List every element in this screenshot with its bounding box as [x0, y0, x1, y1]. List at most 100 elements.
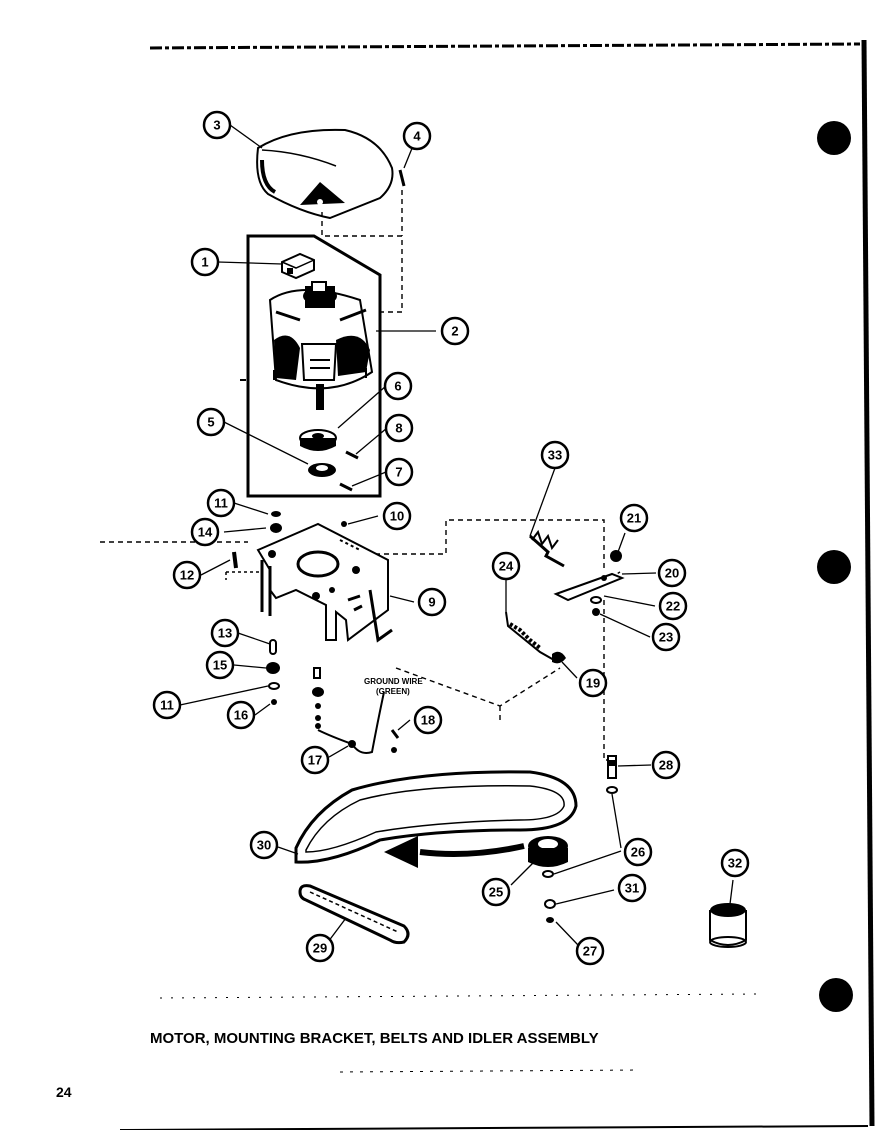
callout-number: 21: [627, 511, 641, 526]
ground-wire: [317, 691, 400, 754]
callout-number: 28: [659, 758, 673, 773]
callout-circle: [623, 837, 653, 867]
callout-number: 4: [413, 129, 421, 144]
callout-19: 19: [578, 668, 608, 698]
callout-circle: [196, 407, 226, 437]
callout-23: 23: [651, 622, 681, 652]
binder-hole: [817, 121, 851, 155]
callout-circle: [249, 830, 279, 860]
motor-cover: [256, 128, 394, 220]
binder-hole: [817, 550, 851, 584]
callout-number: 25: [489, 885, 503, 900]
callout-circle: [720, 848, 750, 878]
callout-16: 16: [226, 700, 256, 730]
callout-number: 17: [308, 753, 322, 768]
callout-circle: [481, 877, 511, 907]
callout-33: 33: [540, 440, 570, 470]
callout-circle: [540, 440, 570, 470]
ground-wire-label-line2: (GREEN): [376, 687, 410, 696]
callout-circle: [190, 247, 220, 277]
callout-25: 25: [481, 877, 511, 907]
callout-29: 29: [305, 933, 335, 963]
binder-holes: [817, 121, 853, 1012]
callout-circle: [578, 668, 608, 698]
callout-circle: [651, 622, 681, 652]
page-number: 24: [56, 1084, 72, 1100]
callout-24: 24: [491, 551, 521, 581]
callout-circle: [205, 650, 235, 680]
callout-number: 7: [395, 465, 402, 480]
callout-number: 11: [214, 496, 228, 511]
callout-number: 11: [160, 698, 174, 713]
callout-number: 13: [218, 626, 232, 641]
terminal-block: [281, 252, 315, 280]
callout-number: 9: [428, 595, 435, 610]
callout-number: 5: [207, 415, 214, 430]
callout-8: 8: [384, 413, 414, 443]
callout-number: 14: [198, 525, 213, 540]
callout-circle: [305, 933, 335, 963]
motor-body: [268, 281, 374, 410]
callout-number: 27: [583, 944, 597, 959]
callout-number: 15: [213, 658, 227, 673]
callout-circle: [383, 371, 413, 401]
callout-number: 24: [499, 559, 514, 574]
callout-circle: [190, 517, 220, 547]
pulley-keys: [339, 450, 359, 492]
callout-number: 16: [234, 708, 248, 723]
callout-32: 32: [720, 848, 750, 878]
callout-14: 14: [190, 517, 220, 547]
callout-28: 28: [651, 750, 681, 780]
callout-circle: [206, 488, 236, 518]
idler-arm: [553, 550, 625, 616]
callout-circle: [210, 618, 240, 648]
callout-11: 11: [206, 488, 236, 518]
grease-container: [709, 903, 747, 948]
ground-wire-label-line1: GROUND WIRE: [364, 677, 423, 686]
motor-pulley: [299, 429, 337, 451]
callout-31: 31: [617, 873, 647, 903]
callout-17: 17: [300, 745, 330, 775]
callout-6: 6: [383, 371, 413, 401]
callout-number: 8: [395, 421, 402, 436]
callout-circle: [382, 501, 412, 531]
callout-number: 22: [666, 599, 680, 614]
cover-screw: [398, 169, 406, 187]
callout-number: 33: [548, 448, 562, 463]
mounting-bracket: [225, 522, 393, 643]
callout-circle: [658, 591, 688, 621]
callout-circle: [417, 587, 447, 617]
small-hardware: [232, 511, 347, 729]
callout-number: 18: [421, 713, 435, 728]
callout-4: 4: [402, 121, 432, 151]
callout-circle: [202, 110, 232, 140]
callout-number: 31: [625, 881, 639, 896]
callout-circle: [226, 700, 256, 730]
idler-spring: [529, 529, 565, 568]
callout-9: 9: [417, 587, 447, 617]
callout-13: 13: [210, 618, 240, 648]
callout-number: 3: [213, 118, 220, 133]
callout-12: 12: [172, 560, 202, 590]
motor-frame: [246, 234, 382, 498]
callout-number: 12: [180, 568, 194, 583]
callout-circle: [152, 690, 182, 720]
callout-number: 19: [586, 676, 600, 691]
callout-5: 5: [196, 407, 226, 437]
diagram-title: MOTOR, MOUNTING BRACKET, BELTS AND IDLER…: [150, 1030, 599, 1047]
callout-27: 27: [575, 936, 605, 966]
callout-circle: [619, 503, 649, 533]
callout-number: 23: [659, 630, 673, 645]
leader-lines: [179, 124, 734, 946]
pump-belt: [298, 884, 410, 945]
callout-21: 21: [619, 503, 649, 533]
page-edges: [119, 39, 875, 1130]
callout-number: 30: [257, 838, 271, 853]
callout-circle: [651, 750, 681, 780]
callout-number: 32: [728, 856, 742, 871]
callout-7: 7: [384, 457, 414, 487]
callout-10: 10: [382, 501, 412, 531]
callout-18: 18: [413, 705, 443, 735]
callout-circle: [617, 873, 647, 903]
